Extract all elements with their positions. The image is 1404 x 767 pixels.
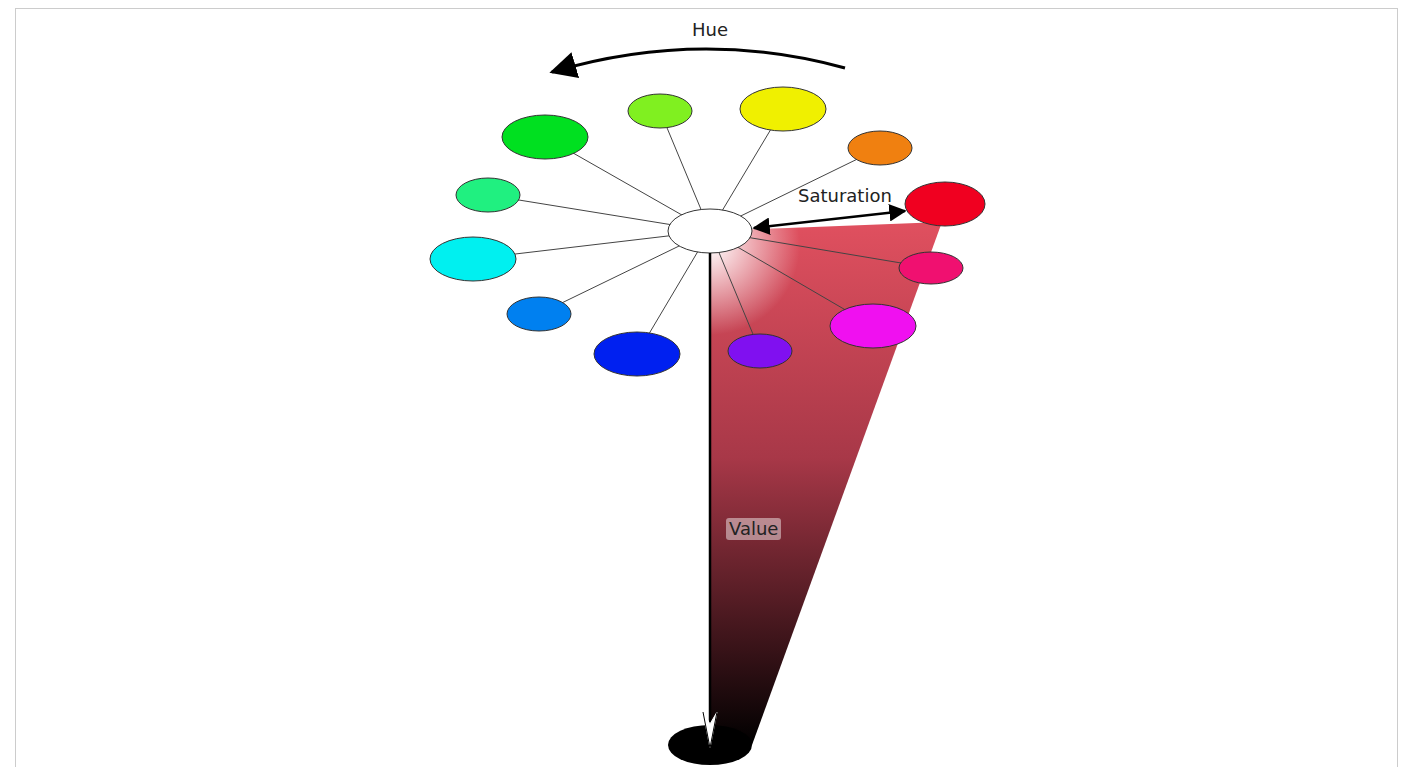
saturation-label: Saturation [798, 186, 892, 206]
value-cone [710, 222, 942, 745]
white-center [668, 209, 752, 253]
hue-label: Hue [692, 20, 728, 40]
hue-arrow [552, 49, 845, 72]
value-arrowhead-outline [703, 712, 717, 748]
hue-spokes [473, 109, 931, 354]
cone-highlight [710, 222, 942, 745]
frame [16, 9, 1398, 767]
value-axis [709, 253, 712, 742]
value-arrowhead [703, 712, 717, 748]
value-label: Value [726, 518, 781, 540]
saturation-arrow [754, 211, 905, 228]
hue-swatches [430, 87, 985, 376]
